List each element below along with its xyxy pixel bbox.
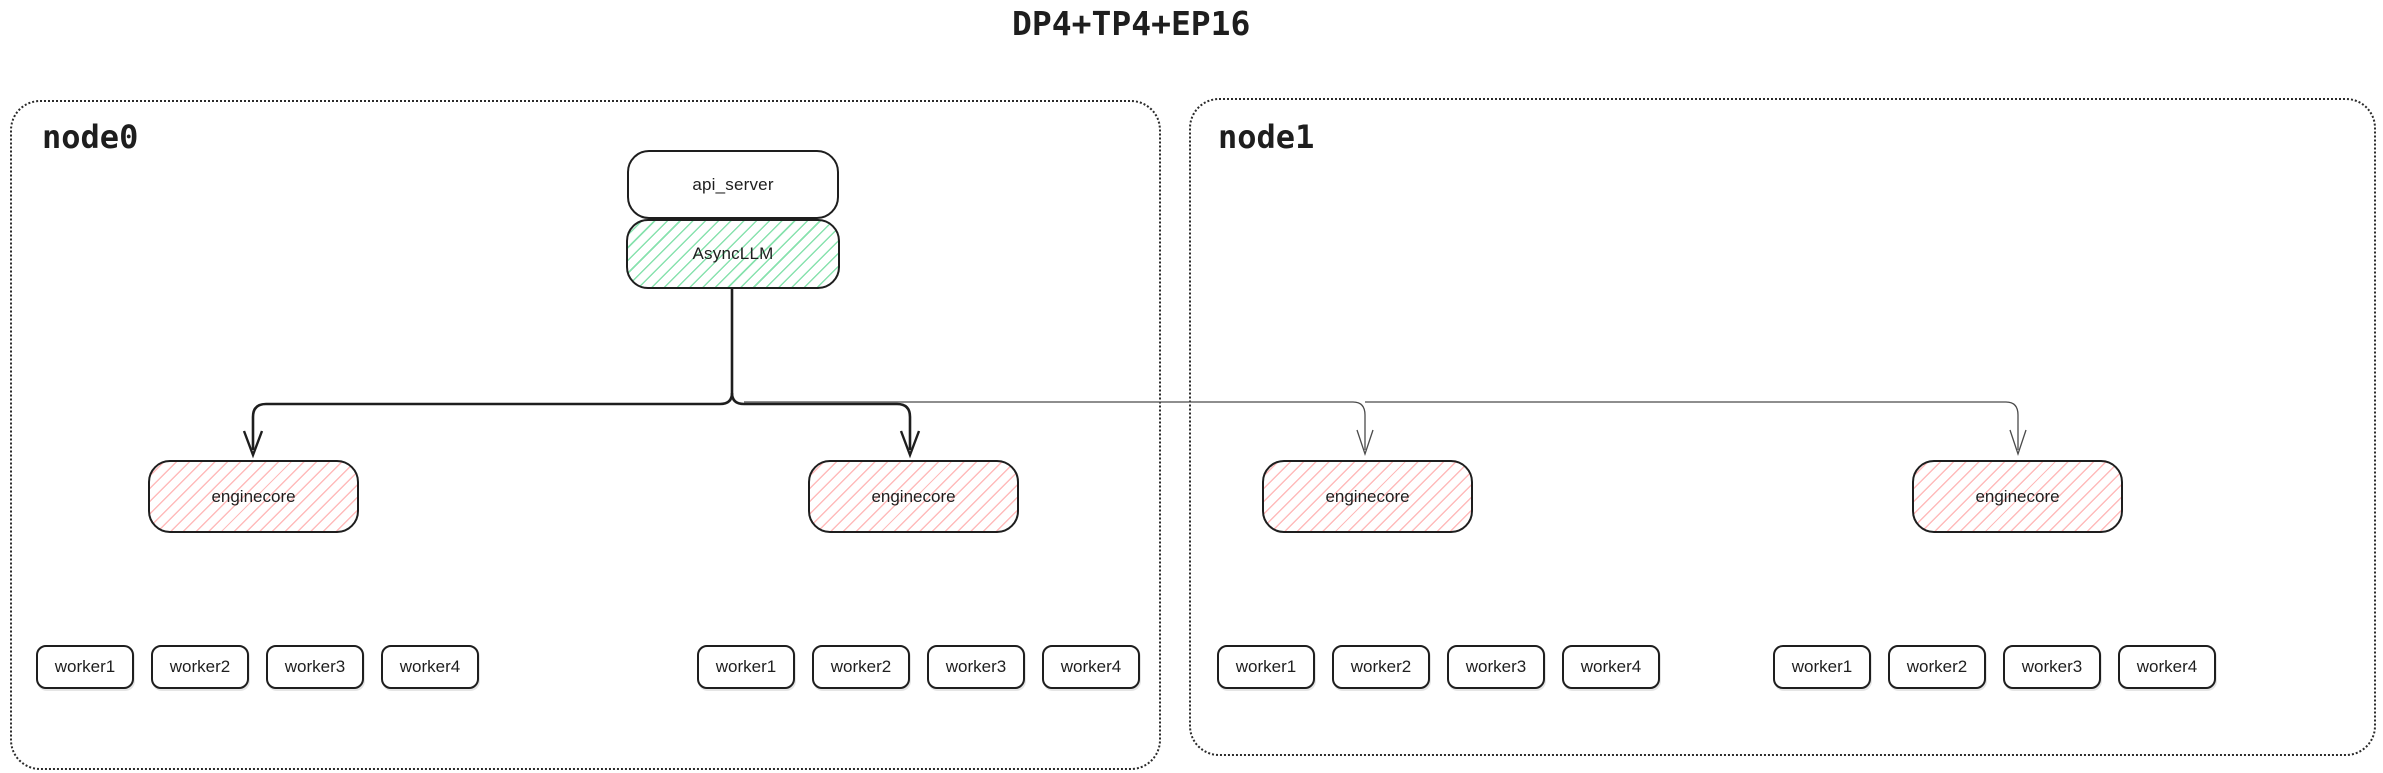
worker-box: worker1 (1217, 645, 1315, 689)
worker-label: worker1 (1791, 657, 1853, 676)
enginecore-label: enginecore (1975, 486, 2060, 506)
api-server-node: api_server (627, 150, 839, 219)
worker-box: worker2 (1332, 645, 1430, 689)
diagram-title: DP4+TP4+EP16 (1012, 4, 1251, 43)
worker-box: worker3 (927, 645, 1025, 689)
node0-label: node0 (42, 118, 139, 156)
worker-group-node0-2: worker1 worker2 worker3 worker4 (697, 645, 1140, 689)
enginecore-label: enginecore (211, 486, 296, 506)
worker-label: worker3 (945, 657, 1007, 676)
worker-label: worker2 (1350, 657, 1412, 676)
worker-box: worker4 (381, 645, 479, 689)
worker-box: worker3 (2003, 645, 2101, 689)
worker-label: worker2 (169, 657, 231, 676)
worker-box: worker2 (151, 645, 249, 689)
worker-group-node0-1: worker1 worker2 worker3 worker4 (36, 645, 479, 689)
worker-label: worker1 (1235, 657, 1297, 676)
worker-label: worker3 (1465, 657, 1527, 676)
worker-label: worker4 (1580, 657, 1642, 676)
worker-box: worker4 (1042, 645, 1140, 689)
worker-box: worker1 (1773, 645, 1871, 689)
api-server-label: api_server (692, 174, 774, 194)
worker-box: worker2 (812, 645, 910, 689)
worker-box: worker4 (2118, 645, 2216, 689)
worker-group-node1-2: worker1 worker2 worker3 worker4 (1773, 645, 2216, 689)
worker-label: worker4 (2136, 657, 2198, 676)
worker-label: worker1 (715, 657, 777, 676)
enginecore-label: enginecore (871, 486, 956, 506)
worker-label: worker3 (2021, 657, 2083, 676)
worker-box: worker4 (1562, 645, 1660, 689)
asyncllm-node: AsyncLLM (626, 219, 840, 289)
enginecore-node1-1: enginecore (1262, 460, 1473, 533)
worker-label: worker4 (399, 657, 461, 676)
worker-box: worker1 (36, 645, 134, 689)
worker-label: worker1 (54, 657, 116, 676)
worker-box: worker3 (1447, 645, 1545, 689)
worker-label: worker2 (830, 657, 892, 676)
worker-box: worker2 (1888, 645, 1986, 689)
worker-label: worker4 (1060, 657, 1122, 676)
enginecore-node0-1: enginecore (148, 460, 359, 533)
worker-box: worker1 (697, 645, 795, 689)
enginecore-label: enginecore (1325, 486, 1410, 506)
node1-label: node1 (1218, 118, 1315, 156)
worker-label: worker2 (1906, 657, 1968, 676)
worker-group-node1-1: worker1 worker2 worker3 worker4 (1217, 645, 1660, 689)
worker-label: worker3 (284, 657, 346, 676)
enginecore-node0-2: enginecore (808, 460, 1019, 533)
asyncllm-label: AsyncLLM (692, 244, 774, 263)
enginecore-node1-2: enginecore (1912, 460, 2123, 533)
worker-box: worker3 (266, 645, 364, 689)
